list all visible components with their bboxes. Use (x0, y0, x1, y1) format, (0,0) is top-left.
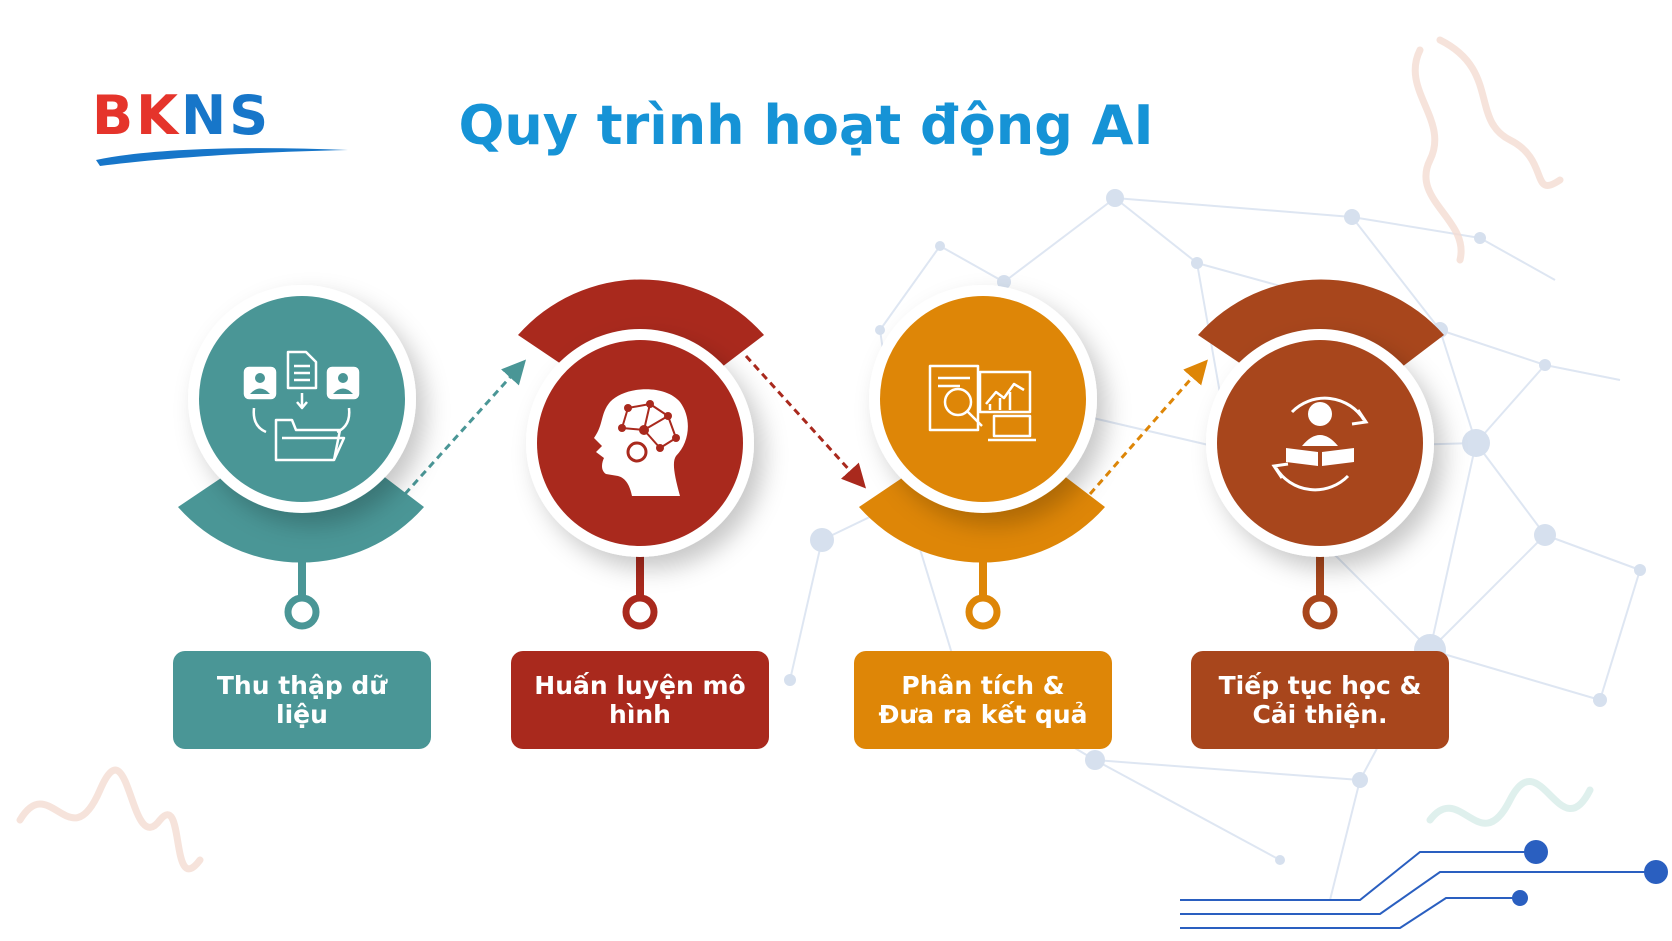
network-node-decoration (784, 189, 1646, 865)
step-2-pin (622, 594, 658, 630)
analytics-report-icon (928, 364, 1036, 442)
bkns-logo: BKNS (92, 84, 352, 166)
step-1-label: Thu thập dữ liệu (173, 651, 431, 749)
scribble-decoration (16, 766, 204, 873)
step-3-circle (880, 296, 1086, 502)
connector-arrow-1 (403, 359, 527, 496)
circuit-lines-decoration (1180, 851, 1656, 929)
data-collection-icon (243, 350, 360, 462)
logo-swoosh (96, 148, 348, 166)
learning-cycle-icon (1271, 396, 1369, 492)
step-4-label: Tiếp tục học & Cải thiện. (1191, 651, 1449, 749)
circuit-node-decoration (1512, 840, 1668, 906)
brain-network-icon (594, 389, 688, 496)
logo-text: BKNS (92, 84, 271, 148)
logo-text-blue: NS (181, 84, 272, 147)
step-3-label: Phân tích & Đưa ra kết quả (854, 651, 1112, 749)
step-4-pin (1302, 594, 1338, 630)
connector-arrow-3 (1088, 359, 1208, 495)
scribble-decoration (1411, 36, 1564, 264)
connector-arrow-2 (744, 354, 867, 489)
step-2-label: Huấn luyện mô hình (511, 651, 769, 749)
step-1 (178, 285, 424, 630)
step-3-pin (965, 594, 1001, 630)
step-4 (1198, 279, 1444, 630)
step-2 (518, 279, 764, 630)
scribble-decoration (1426, 778, 1594, 827)
step-1-pin (284, 594, 320, 630)
step-3 (859, 285, 1105, 630)
page-title: Quy trình hoạt động AI (458, 94, 1154, 157)
logo-text-red: BK (92, 84, 182, 147)
